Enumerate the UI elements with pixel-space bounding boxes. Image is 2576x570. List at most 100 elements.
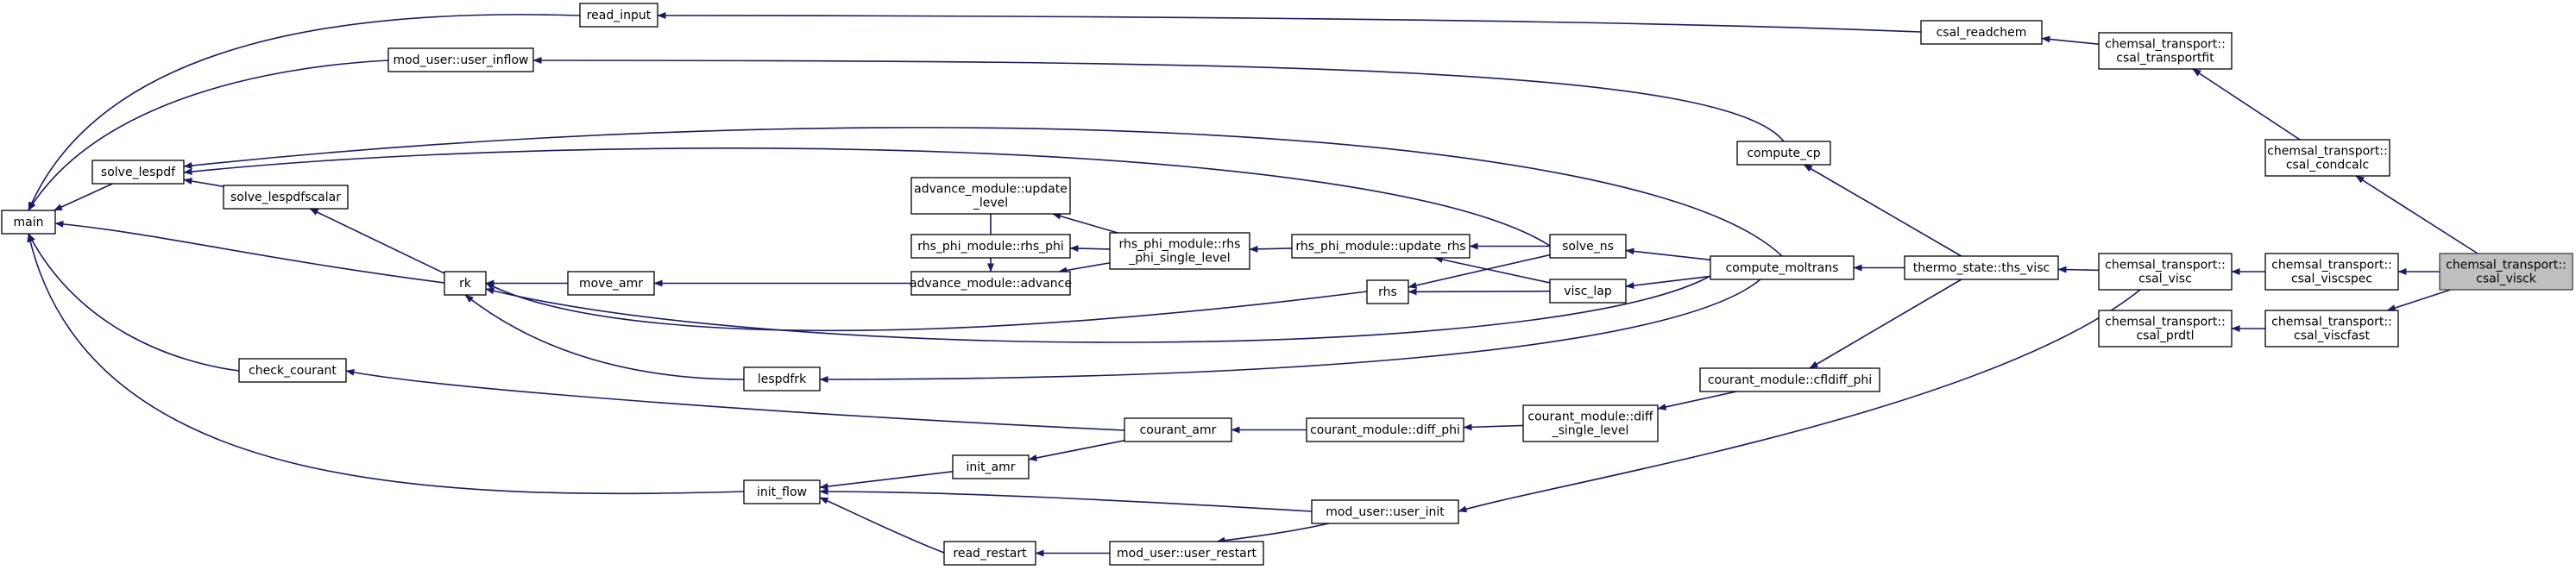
node-box[interactable] [1366, 279, 1409, 304]
node-compute-cp[interactable]: compute_cp [1736, 141, 1831, 166]
node-label: mod_user::user_inflow [394, 53, 529, 67]
node-box[interactable] [1549, 279, 1627, 304]
node-solve-lespdf[interactable]: solve_lespdf [91, 160, 185, 185]
node-box[interactable] [579, 3, 658, 28]
edge-rhs_phi_module_update_rhs-to-rhs_phi_module_rhs_phi_single_level [1249, 245, 1293, 253]
node-box[interactable] [1109, 541, 1264, 566]
node-box[interactable] [223, 185, 349, 210]
node-rk[interactable]: rk [444, 271, 487, 296]
node-box[interactable] [1699, 367, 1880, 392]
node-advance-module-update-level[interactable]: advance_module::update_level [910, 177, 1071, 215]
node-visc-lap[interactable]: visc_lap [1549, 279, 1627, 304]
node-box[interactable] [2098, 32, 2233, 70]
edge-chemsal_transport_csal_visck-to-chemsal_transport_csal_condcalc [2355, 175, 2478, 254]
node-solve-lespdfscalar[interactable]: solve_lespdfscalar [223, 185, 349, 210]
node-box[interactable] [910, 271, 1071, 296]
node-mod-user-user-init[interactable]: mod_user::user_init [1311, 499, 1459, 524]
node-box[interactable] [1306, 417, 1464, 442]
node-label: _single_level [1552, 424, 1629, 438]
node-init-amr[interactable]: init_amr [952, 454, 1030, 479]
node-box[interactable] [2264, 139, 2390, 177]
node-lespdfrk[interactable]: lespdfrk [743, 366, 821, 391]
node-label: mod_user::user_restart [1117, 547, 1257, 561]
node-courant-module-cfldiff-phi[interactable]: courant_module::cfldiff_phi [1699, 367, 1880, 392]
node-box[interactable] [238, 358, 347, 383]
node-mod-user-user-inflow[interactable]: mod_user::user_inflow [387, 47, 534, 72]
node-box[interactable] [387, 47, 534, 72]
node-label: csal_visc [2138, 272, 2192, 286]
edge-courant_amr-to-init_amr [1028, 440, 1125, 461]
node-rhs-phi-module-update-rhs[interactable]: rhs_phi_module::update_rhs [1291, 234, 1471, 259]
node-box[interactable] [2098, 253, 2233, 291]
edge-check_courant-to-main [28, 233, 240, 372]
node-label: mod_user::user_init [1326, 505, 1445, 519]
node-read-restart[interactable]: read_restart [943, 541, 1036, 566]
node-chemsal-transport-csal-visc[interactable]: chemsal_transport::csal_visc [2098, 253, 2233, 291]
node-box[interactable] [1710, 255, 1855, 280]
edge-compute_moltrans-to-visc_lap [1625, 275, 1711, 290]
node-check-courant[interactable]: check_courant [238, 358, 347, 383]
node-box[interactable] [1291, 234, 1471, 259]
node-label: check_courant [249, 364, 337, 378]
node-box[interactable] [952, 454, 1030, 479]
node-box[interactable] [2264, 310, 2399, 348]
node-label: init_amr [966, 460, 1015, 474]
node-box[interactable] [1, 210, 56, 235]
node-box[interactable] [1920, 20, 2043, 45]
node-courant-module-diff-single-level[interactable]: courant_module::diff_single_level [1522, 404, 1659, 442]
node-box[interactable] [1522, 404, 1659, 442]
edge-chemsal_transport_csal_transportfit-to-csal_readchem [2041, 35, 2100, 46]
edge-courant_amr-to-check_courant [345, 368, 1125, 431]
node-box[interactable] [91, 160, 185, 185]
node-read-input[interactable]: read_input [579, 3, 658, 28]
node-label: visc_lap [1564, 285, 1612, 298]
node-courant-module-diff-phi[interactable]: courant_module::diff_phi [1306, 417, 1464, 442]
node-label: csal_condcalc [2286, 159, 2369, 172]
node-box[interactable] [743, 366, 821, 391]
node-rhs[interactable]: rhs [1366, 279, 1409, 304]
node-chemsal-transport-csal-visck[interactable]: chemsal_transport::csal_visck [2439, 253, 2573, 291]
node-main[interactable]: main [1, 210, 56, 235]
node-mod-user-user-restart[interactable]: mod_user::user_restart [1109, 541, 1264, 566]
node-box[interactable] [567, 271, 655, 296]
node-box[interactable] [2439, 253, 2573, 291]
node-box[interactable] [444, 271, 487, 296]
node-label: csal_viscfast [2294, 329, 2370, 343]
node-label: chemsal_transport:: [2267, 145, 2388, 159]
edge-chemsal_transport_csal_visc-to-thermo_state_ths_visc [2057, 266, 2100, 273]
node-rhs-phi-module-rhs-phi-single-level[interactable]: rhs_phi_module::rhs_phi_single_level [1109, 232, 1250, 270]
node-box[interactable] [910, 177, 1071, 215]
node-box[interactable] [1124, 417, 1232, 442]
node-csal-readchem[interactable]: csal_readchem [1920, 20, 2043, 45]
edge-thermo_state_ths_visc-to-compute_cp [1803, 164, 1962, 257]
node-box[interactable] [1736, 141, 1831, 166]
node-move-amr[interactable]: move_amr [567, 271, 655, 296]
node-label: courant_amr [1140, 423, 1217, 437]
node-box[interactable] [743, 479, 821, 504]
node-chemsal-transport-csal-viscspec[interactable]: chemsal_transport::csal_viscspec [2264, 253, 2399, 291]
node-chemsal-transport-csal-transportfit[interactable]: chemsal_transport::csal_transportfit [2098, 32, 2233, 70]
nodes: main read_inputmod_user::user_inflowsolve… [1, 3, 2573, 566]
node-chemsal-transport-csal-prdtl[interactable]: chemsal_transport::csal_prdtl [2098, 310, 2233, 348]
node-box[interactable] [1904, 255, 2059, 280]
node-box[interactable] [2264, 253, 2399, 291]
edge-rhs_phi_module_rhs_phi_single_level-to-advance_module_advance [1058, 262, 1111, 274]
node-box[interactable] [910, 234, 1071, 259]
edge-compute_cp-to-mod_user_user_inflow [532, 57, 1785, 142]
node-box[interactable] [1109, 232, 1250, 270]
node-compute-moltrans[interactable]: compute_moltrans [1710, 255, 1855, 280]
node-thermo-state-ths-visc[interactable]: thermo_state::ths_visc [1904, 255, 2059, 280]
node-chemsal-transport-csal-condcalc[interactable]: chemsal_transport::csal_condcalc [2264, 139, 2390, 177]
node-box[interactable] [2098, 310, 2233, 348]
node-label: courant_module::cfldiff_phi [1708, 373, 1872, 387]
edge-solve_lespdf-to-main [54, 183, 113, 211]
node-chemsal-transport-csal-viscfast[interactable]: chemsal_transport::csal_viscfast [2264, 310, 2399, 348]
node-box[interactable] [1549, 234, 1627, 259]
node-courant-amr[interactable]: courant_amr [1124, 417, 1232, 442]
node-solve-ns[interactable]: solve_ns [1549, 234, 1627, 259]
node-init-flow[interactable]: init_flow [743, 479, 821, 504]
node-box[interactable] [943, 541, 1036, 566]
node-box[interactable] [1311, 499, 1459, 524]
node-advance-module-advance[interactable]: advance_module::advance [910, 271, 1072, 296]
node-rhs-phi-module-rhs-phi[interactable]: rhs_phi_module::rhs_phi [910, 234, 1071, 259]
